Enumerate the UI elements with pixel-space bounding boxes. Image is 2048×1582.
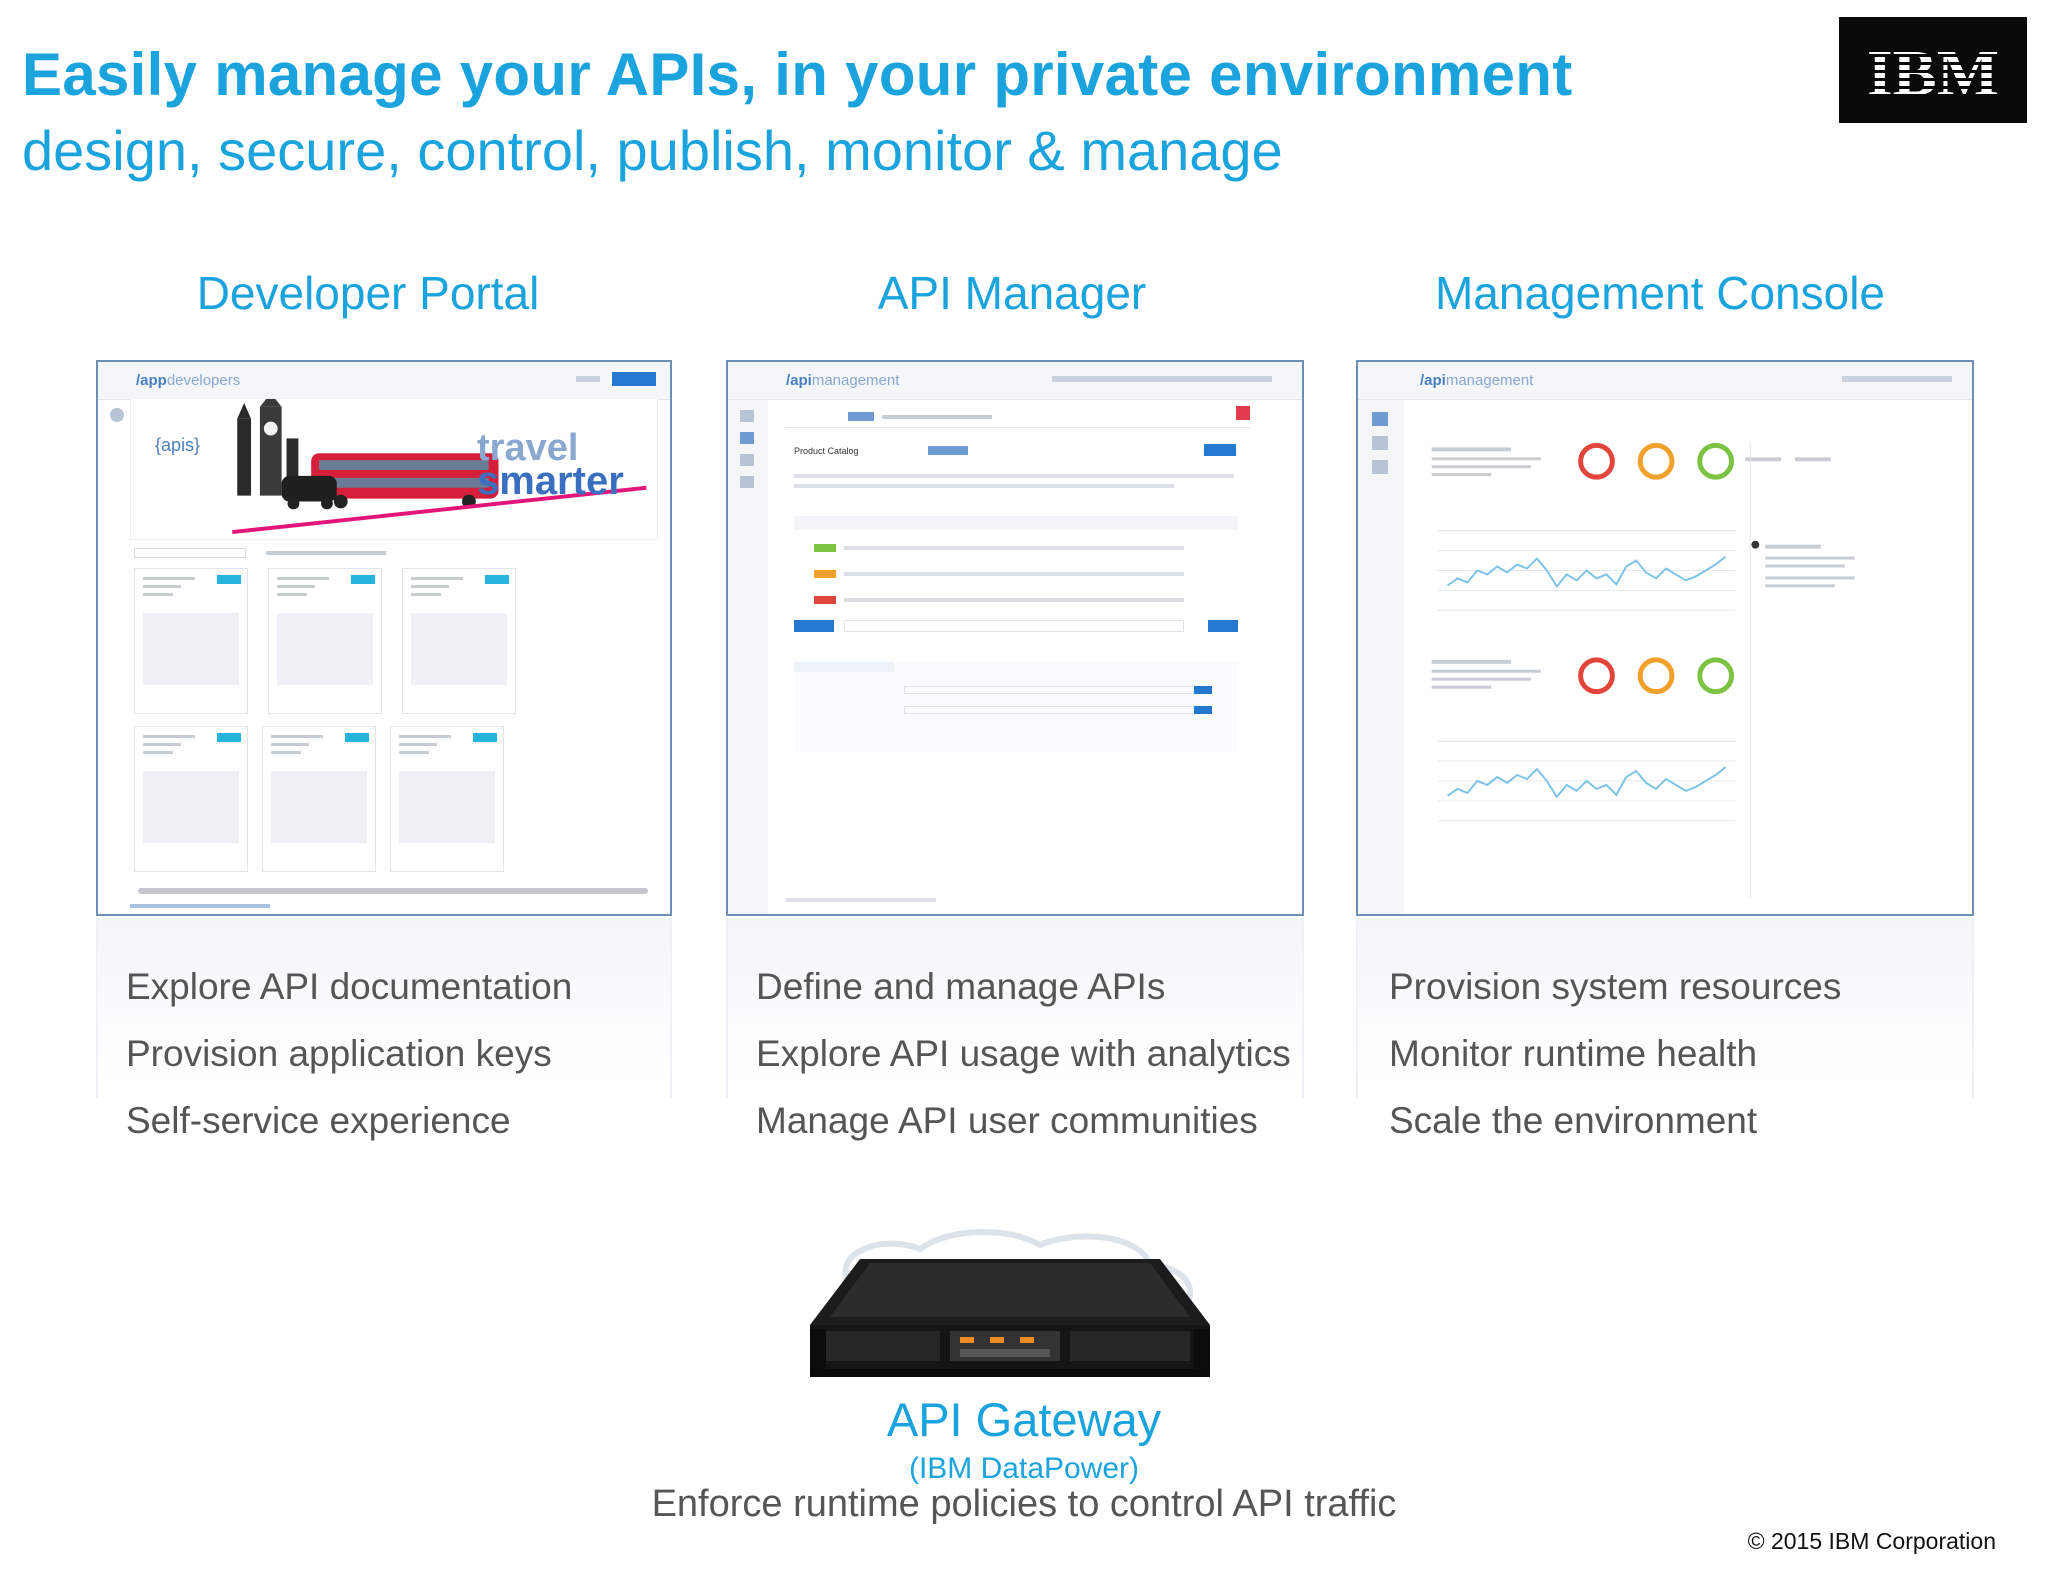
portal-header-bar: /appdevelopers — [98, 362, 670, 400]
bullet-self-service: Self-service experience — [126, 1100, 511, 1141]
signin-link — [576, 376, 600, 382]
heading-developer-portal: Developer Portal — [196, 267, 540, 319]
manager-save-button — [1204, 444, 1236, 456]
portal-scrollbar — [138, 888, 648, 894]
api-card — [262, 726, 376, 872]
api-manager-screenshot: /apimanagement Product Catalog — [726, 360, 1304, 916]
api-card — [134, 568, 248, 714]
api-card — [134, 726, 248, 872]
manager-page-title: Product Catalog — [794, 446, 859, 456]
console-logo: /apimanagement — [1420, 372, 1534, 389]
slide-title: Easily manage your APIs, in your private… — [22, 41, 1573, 108]
heading-management-console: Management Console — [1434, 267, 1886, 319]
join-button — [612, 372, 656, 386]
portal-footer-links — [130, 904, 270, 908]
manager-sidebar — [728, 400, 768, 914]
banner-apis-tag: {apis} — [155, 435, 201, 455]
copyright-notice: © 2015 IBM Corporation — [1747, 1528, 1996, 1554]
bullet-define-apis: Define and manage APIs — [756, 966, 1166, 1007]
api-gateway-description: Enforce runtime policies to control API … — [651, 1483, 1397, 1525]
developer-portal-reflection — [96, 918, 672, 1098]
resource-table — [794, 516, 1238, 636]
management-console-reflection — [1356, 918, 1974, 1098]
console-sidebar — [1358, 400, 1404, 914]
bullet-scale-environment: Scale the environment — [1389, 1100, 1758, 1141]
management-console-screenshot: /apimanagement — [1356, 360, 1974, 916]
api-card — [268, 568, 382, 714]
api-card — [402, 568, 516, 714]
portal-search-input — [134, 548, 246, 558]
developer-portal-screenshot: /appdevelopers {apis} travel smarter — [96, 360, 672, 916]
banner-smarter: smarter — [477, 459, 624, 503]
heading-api-manager: API Manager — [877, 267, 1147, 319]
api-gateway-title: API Gateway — [886, 1393, 1162, 1446]
ibm-logo: IBM — [1839, 17, 2027, 123]
bullet-provision-resources: Provision system resources — [1389, 966, 1842, 1007]
bullet-explore-docs: Explore API documentation — [126, 966, 573, 1007]
ibm-logo-text: IBM — [1867, 37, 1999, 110]
console-dashboard-graphic — [1431, 441, 1855, 899]
api-gateway-subtitle: (IBM DataPower) — [908, 1452, 1140, 1485]
console-header-bar: /apimanagement — [1358, 362, 1972, 400]
portal-logo: /appdevelopers — [136, 372, 241, 389]
bullet-provision-keys: Provision application keys — [126, 1033, 552, 1074]
manager-header-bar: /apimanagement — [728, 362, 1302, 400]
datapower-appliance-image — [810, 1225, 1210, 1390]
slide-subtitle: design, secure, control, publish, monito… — [22, 119, 1283, 182]
bullet-manage-communities: Manage API user communities — [756, 1100, 1258, 1141]
bullet-monitor-health: Monitor runtime health — [1389, 1033, 1758, 1074]
travel-banner: {apis} travel smarter — [130, 398, 658, 540]
manager-user-menu — [1052, 376, 1272, 382]
api-card — [390, 726, 504, 872]
manager-logo: /apimanagement — [786, 372, 900, 389]
manager-tabs — [786, 406, 1250, 428]
nav-icon — [110, 408, 124, 422]
parameters-panel — [794, 662, 1238, 752]
order-by-control — [266, 551, 386, 555]
console-user-menu — [1842, 376, 1952, 382]
banner-travel: travel — [477, 427, 579, 469]
api-manager-reflection — [726, 918, 1304, 1098]
bullet-explore-usage: Explore API usage with analytics — [756, 1033, 1291, 1074]
